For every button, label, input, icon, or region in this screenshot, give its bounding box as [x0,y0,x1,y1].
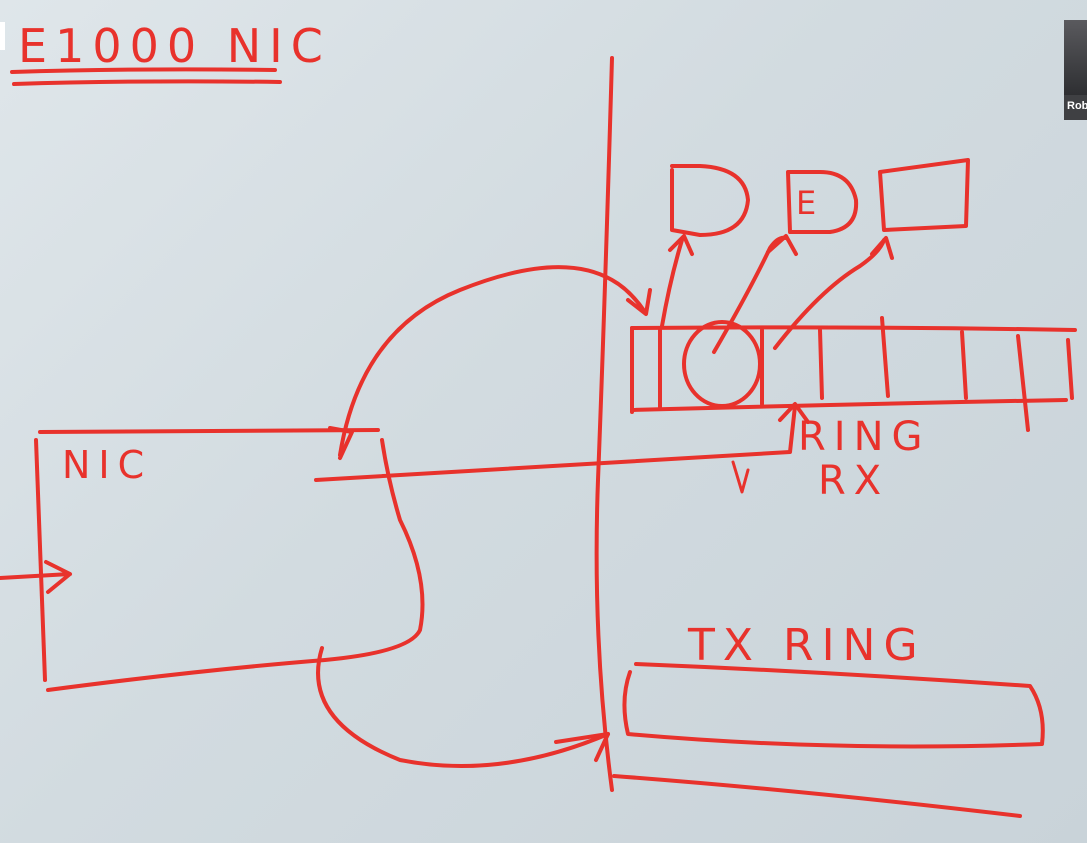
tx-ring-label: TX RING [687,620,926,671]
buffer-2-mark: E [796,184,824,222]
buffer-pointer-3 [773,238,886,350]
title-text: E1000 NIC [18,19,331,73]
nic-label: NIC [62,443,152,487]
rx-ring-highlight-circle [682,320,762,408]
dma-arc-tx-arrowhead [554,732,610,762]
rx-ring-label-rx: RX [818,458,889,504]
participant-video-thumbnail[interactable]: Rob [1064,20,1087,120]
buffer-pointer-1-arrowhead [668,234,694,256]
buffer-1 [670,164,750,237]
tx-ring-body [622,662,1045,749]
rx-ring-label-ring: RING [798,414,931,460]
nic-box-top [38,428,380,434]
dma-arc-tx [316,646,610,768]
rx-pointer-tick [731,460,750,494]
nic-box-right-bottom [46,438,425,692]
rx-ring-slot-divider [960,330,968,400]
dma-arc-rx-tail [328,426,354,460]
buffer-pointer-2-arrowhead [766,234,798,256]
rx-ring-slot-divider [1016,334,1030,432]
nic-box-left [34,438,47,682]
rx-ring-slot-divider [818,328,824,400]
rx-ring-top [630,325,1077,332]
rx-ring [630,316,1077,432]
dma-arc-rx-arrowhead [626,288,652,316]
title-underline-2 [12,79,282,86]
rx-ring-slot-divider [1066,338,1074,400]
buffer-2 [786,170,859,234]
title-underline-1 [10,67,277,74]
rx-ring-slot-divider [880,316,890,398]
rx-pointer-line [314,404,797,482]
tx-ring-underline [612,774,1022,818]
buffer-3 [878,158,970,232]
edge-marker [0,22,5,50]
rx-ring-bottom [630,398,1068,412]
dma-arc-rx [338,265,647,457]
nic-input-arrow [0,560,72,594]
tx-ring [612,662,1045,818]
nic-box [0,428,425,692]
participant-video-feed [1064,20,1087,95]
divider-line [594,56,614,792]
buffer-pointer-3-arrowhead [870,236,894,260]
buffer-pointer-1 [660,238,684,328]
participant-name: Rob [1067,100,1087,112]
